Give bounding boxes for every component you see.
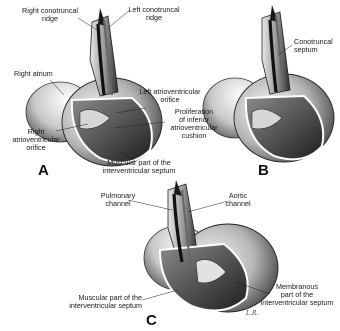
label-right-atrium: Right atrium — [14, 70, 53, 78]
label-proliferation-av-cushion: Proliferation of inferior atrioventricul… — [164, 108, 224, 140]
label-left-av-orifice: Left atrioventricular orifice — [130, 88, 210, 104]
label-muscular-ivs-c: Muscular part of the interventricular se… — [60, 294, 142, 310]
panel-label-a: A — [38, 162, 49, 179]
label-membranous-ivs: Membranous part of the interventricular … — [254, 283, 340, 307]
label-aortic-channel: Aortic channel — [218, 192, 258, 208]
panel-label-c: C — [146, 312, 157, 329]
label-muscular-ivs-a: Muscular part of the interventricular se… — [94, 159, 184, 175]
label-right-av-orifice: Right atrioventricular orifice — [4, 128, 68, 152]
label-left-conotruncal-ridge: Left conotruncal ridge — [118, 6, 190, 22]
label-pulmonary-channel: Pulmonary channel — [98, 192, 138, 208]
label-right-conotruncal-ridge: Right conotruncal ridge — [14, 7, 86, 23]
panel-label-b: B — [258, 162, 269, 179]
artist-signature: L.R. — [246, 310, 258, 317]
label-conotruncal-septum: Conotruncal septum — [294, 38, 333, 54]
